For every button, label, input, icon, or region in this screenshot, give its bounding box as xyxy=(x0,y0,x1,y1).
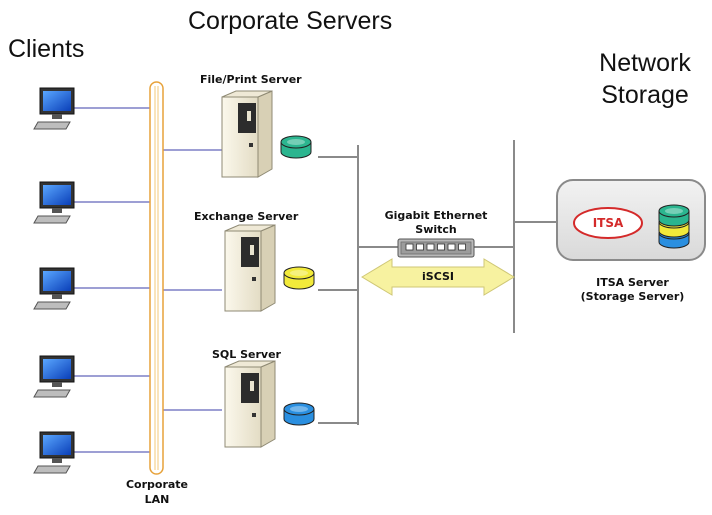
corporate-servers-heading: Corporate Servers xyxy=(188,7,393,35)
itsa-badge xyxy=(573,207,643,239)
switch-port xyxy=(405,243,414,251)
server-disk-icon xyxy=(283,266,315,290)
storage-server-label-line1: ITSA Server xyxy=(596,276,669,289)
itsa-badge-label: ITSA xyxy=(592,216,624,230)
iscsi-arrow xyxy=(361,258,515,296)
switch-label-line2: Switch xyxy=(415,223,457,236)
clients-heading: Clients xyxy=(8,35,85,63)
iscsi-label: iSCSI xyxy=(422,270,454,283)
exchange-server-label: Exchange Server xyxy=(194,210,299,223)
gigabit-switch xyxy=(397,238,475,258)
server-tower-icon xyxy=(221,90,312,178)
server-tower-icon xyxy=(224,224,315,312)
switch-ports xyxy=(405,243,466,251)
server-disk-icon xyxy=(280,135,312,159)
client-computer-icon xyxy=(33,431,150,474)
storage-disk-green xyxy=(658,204,690,227)
network-storage-heading-line1: Network xyxy=(599,49,691,77)
sql-server-label: SQL Server xyxy=(212,348,281,361)
client-computer-icon xyxy=(33,355,150,398)
servers-group xyxy=(221,90,315,448)
switch-port xyxy=(458,243,466,251)
client-computer-icon xyxy=(33,87,150,130)
switch-port xyxy=(447,243,456,251)
corporate-lan-label-line1: Corporate xyxy=(125,478,189,491)
switch-port xyxy=(437,243,445,251)
storage-server-label-line2: (Storage Server) xyxy=(580,290,685,303)
client-computer-icon xyxy=(33,181,150,224)
storage-disk-stack-icon xyxy=(658,204,690,249)
clients-group xyxy=(33,87,150,474)
switch-port xyxy=(426,243,435,251)
network-storage-heading-line2: Storage xyxy=(601,81,689,109)
client-computer-icon xyxy=(33,267,150,310)
corporate-lan-cable xyxy=(149,81,164,475)
server-disk-icon xyxy=(283,402,315,426)
corporate-lan-label-line2: LAN xyxy=(144,493,170,506)
fileprint-server-label: File/Print Server xyxy=(200,73,302,86)
switch-label-line1: Gigabit Ethernet xyxy=(384,209,488,222)
server-tower-icon xyxy=(224,360,315,448)
switch-port xyxy=(416,243,424,251)
